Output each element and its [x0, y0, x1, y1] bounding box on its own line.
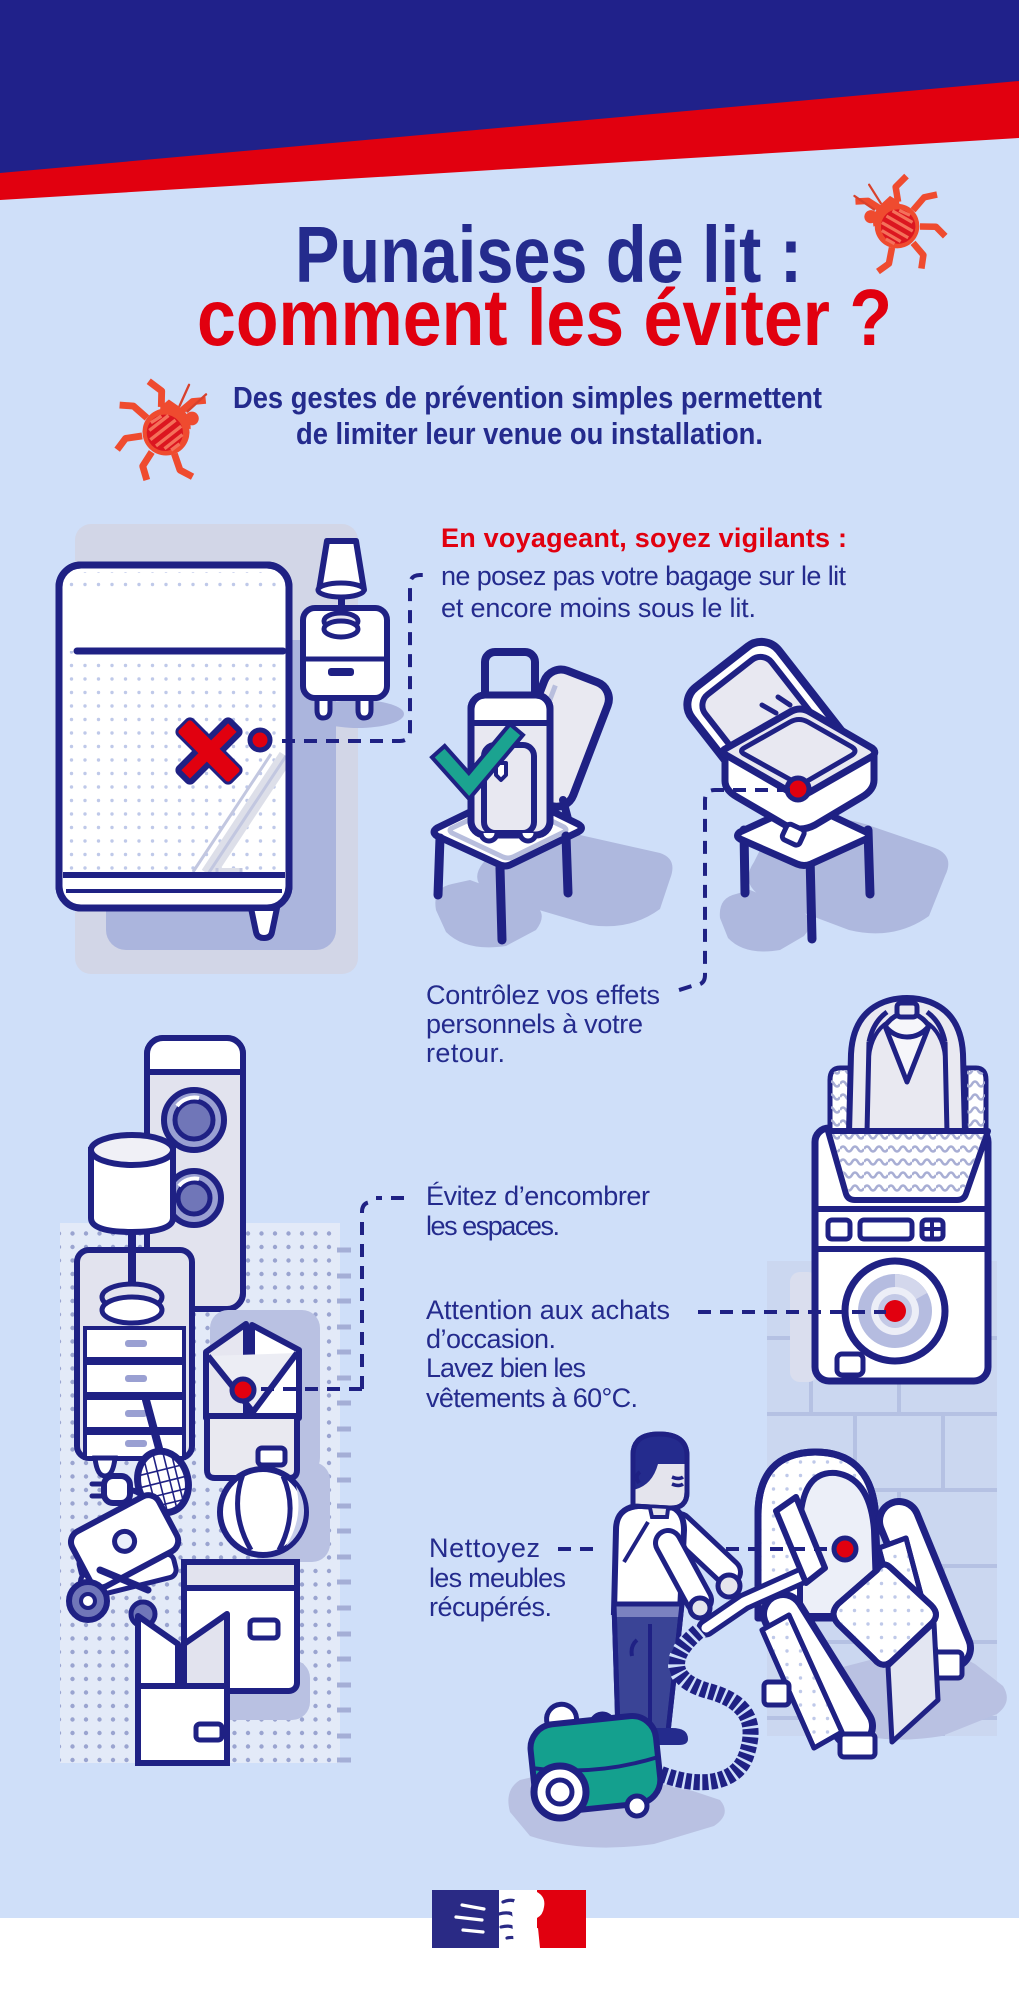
svg-text:Des gestes de prévention simpl: Des gestes de prévention simples permett…: [233, 380, 822, 415]
svg-text:En voyageant, soyez vigilants: En voyageant, soyez vigilants :: [441, 523, 847, 553]
svg-text:les meubles: les meubles: [429, 1563, 566, 1593]
svg-text:les espaces.: les espaces.: [426, 1211, 560, 1241]
svg-text:Évitez d’encombrer: Évitez d’encombrer: [426, 1181, 650, 1211]
svg-text:Lavez bien les: Lavez bien les: [426, 1353, 586, 1383]
svg-text:Punaises de lit :: Punaises de lit :: [295, 210, 802, 299]
svg-text:récupérés.: récupérés.: [429, 1592, 552, 1622]
svg-text:personnels à votre: personnels à votre: [426, 1009, 643, 1039]
svg-text:de limiter leur venue ou insta: de limiter leur venue ou installation.: [296, 416, 763, 451]
svg-text:retour.: retour.: [426, 1038, 505, 1068]
svg-text:ne posez pas votre bagage sur: ne posez pas votre bagage sur le lit: [441, 561, 846, 591]
svg-text:comment les éviter ?: comment les éviter ?: [197, 273, 892, 362]
svg-text:d’occasion.: d’occasion.: [426, 1324, 556, 1354]
svg-text:Contrôlez vos effets: Contrôlez vos effets: [426, 980, 660, 1010]
svg-text:vêtements à 60°C.: vêtements à 60°C.: [426, 1383, 638, 1413]
svg-text:Attention aux achats: Attention aux achats: [426, 1295, 670, 1325]
svg-text:et encore moins sous le lit.: et encore moins sous le lit.: [441, 593, 756, 623]
svg-text:Nettoyez: Nettoyez: [429, 1533, 540, 1563]
